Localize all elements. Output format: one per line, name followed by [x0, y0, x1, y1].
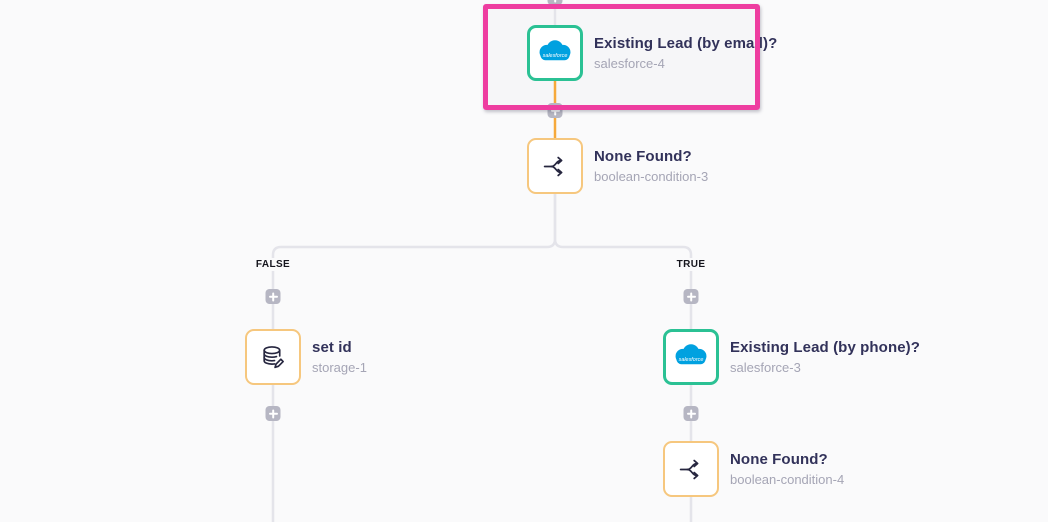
- database-edit-icon: [262, 345, 284, 368]
- workflow-node-salesforce-4[interactable]: salesforce Existing Lead (by email)? sal…: [527, 25, 777, 81]
- node-subtitle: salesforce-4: [594, 56, 665, 71]
- node-subtitle: salesforce-3: [730, 360, 801, 375]
- node-subtitle: boolean-condition-4: [730, 472, 845, 487]
- node-title: None Found?: [594, 148, 692, 165]
- connector-branch-true: [553, 192, 693, 522]
- node-icon-box[interactable]: [663, 441, 719, 497]
- branch-label-false: FALSE: [252, 258, 294, 271]
- workflow-node-storage-1[interactable]: set id storage-1: [245, 329, 367, 385]
- workflow-node-salesforce-3[interactable]: salesforce Existing Lead (by phone)? sal…: [663, 329, 920, 385]
- add-step-button[interactable]: [547, 103, 563, 118]
- add-step-button[interactable]: [683, 406, 699, 421]
- add-step-button[interactable]: [265, 406, 281, 421]
- node-title: None Found?: [730, 451, 828, 468]
- salesforce-logo-text: salesforce: [679, 357, 704, 363]
- node-icon-box[interactable]: salesforce: [663, 329, 719, 385]
- node-subtitle: storage-1: [312, 360, 367, 375]
- branch-icon: [679, 459, 698, 479]
- node-icon-box[interactable]: salesforce: [527, 25, 583, 81]
- salesforce-icon: salesforce: [675, 344, 707, 365]
- workflow-node-boolean-condition-3[interactable]: None Found? boolean-condition-3: [527, 138, 708, 194]
- add-step-button[interactable]: [547, 0, 563, 5]
- branch-icon: [543, 156, 562, 176]
- node-title: Existing Lead (by email)?: [594, 35, 778, 52]
- salesforce-icon: salesforce: [539, 40, 571, 61]
- branch-label-true: TRUE: [673, 258, 709, 271]
- add-step-button[interactable]: [683, 289, 699, 304]
- node-icon-box[interactable]: [245, 329, 301, 385]
- salesforce-logo-text: salesforce: [543, 53, 568, 59]
- node-title: Existing Lead (by phone)?: [730, 339, 921, 356]
- node-subtitle: boolean-condition-3: [594, 169, 709, 184]
- node-title: set id: [312, 339, 352, 356]
- node-icon-box[interactable]: [527, 138, 583, 194]
- add-step-button[interactable]: [265, 289, 281, 304]
- workflow-node-boolean-condition-4[interactable]: None Found? boolean-condition-4: [663, 441, 844, 497]
